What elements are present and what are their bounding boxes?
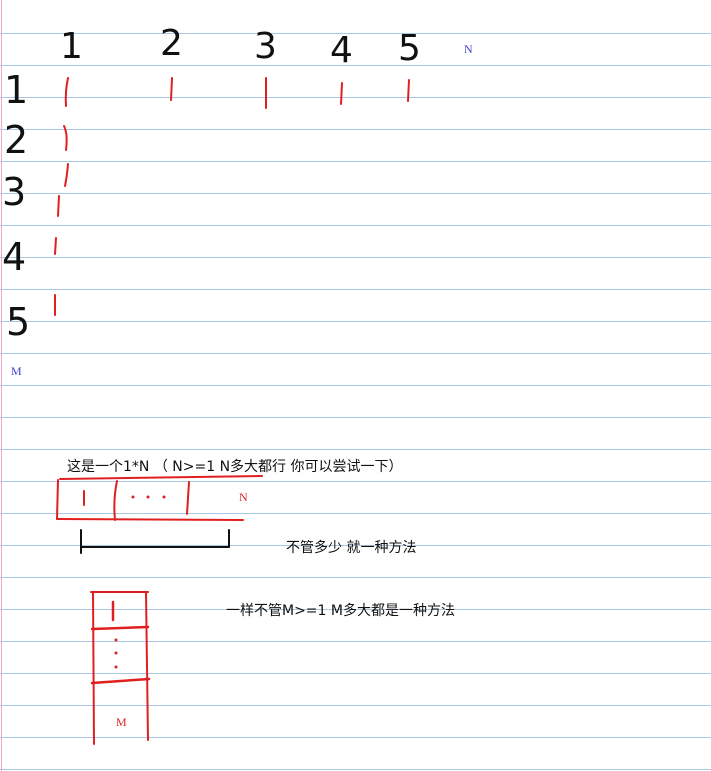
m-label: M: [11, 364, 22, 378]
column-diagram-divider: [90, 625, 150, 631]
margin-line: [1, 0, 2, 771]
row-diagram-divider: [113, 480, 118, 521]
column-diagram-dots: [114, 638, 118, 669]
row-diagram: [56, 475, 263, 521]
row-diagram-n-label: N: [239, 490, 248, 504]
row-numbers: 1 2 3 4 5: [2, 68, 30, 344]
tally-mark: [63, 125, 68, 151]
column-diagram: [90, 591, 151, 745]
row-diagram-dots: [131, 495, 166, 499]
column-diagram-left-edge: [92, 591, 95, 745]
col-number: 2: [160, 23, 183, 64]
column-diagram-divider: [90, 677, 151, 685]
column-numbers: 1 2 3 4 5: [60, 23, 421, 71]
row-number: 1: [4, 68, 28, 112]
row-number: 4: [2, 235, 26, 279]
col-number: 5: [398, 28, 421, 69]
row-number: 2: [4, 118, 28, 162]
tally-mark: [340, 82, 343, 105]
row-bracket: [80, 529, 230, 554]
column-diagram-m-label: M: [116, 715, 127, 729]
row1-tally-marks: [64, 77, 410, 109]
n-label: N: [464, 42, 473, 56]
row-number: 3: [2, 170, 26, 214]
note-1xn: 这是一个1*N （ N>=1 N多大都行 你可以尝试一下）: [67, 459, 403, 475]
column-diagram-right-edge: [145, 591, 149, 741]
col-number: 1: [60, 26, 83, 67]
col-number: 3: [254, 26, 277, 67]
tally-mark: [170, 77, 173, 101]
col1-tally-marks: [54, 125, 69, 316]
row-diagram-bottom-edge: [56, 518, 244, 521]
row-diagram-top-edge: [59, 475, 263, 480]
tally-mark: [64, 77, 69, 107]
row-diagram-left-edge: [56, 479, 59, 520]
col-number: 4: [330, 30, 353, 71]
tally-mark: [57, 195, 60, 217]
row-diagram-divider: [186, 481, 190, 515]
tally-mark: [54, 237, 57, 255]
row-number: 5: [6, 300, 30, 344]
note-mx1: 一样不管M>=1 M多大都是一种方法: [226, 603, 455, 619]
tally-mark: [407, 79, 410, 102]
tally-mark: [64, 163, 69, 187]
note-one-way: 不管多少 就一种方法: [286, 540, 417, 556]
